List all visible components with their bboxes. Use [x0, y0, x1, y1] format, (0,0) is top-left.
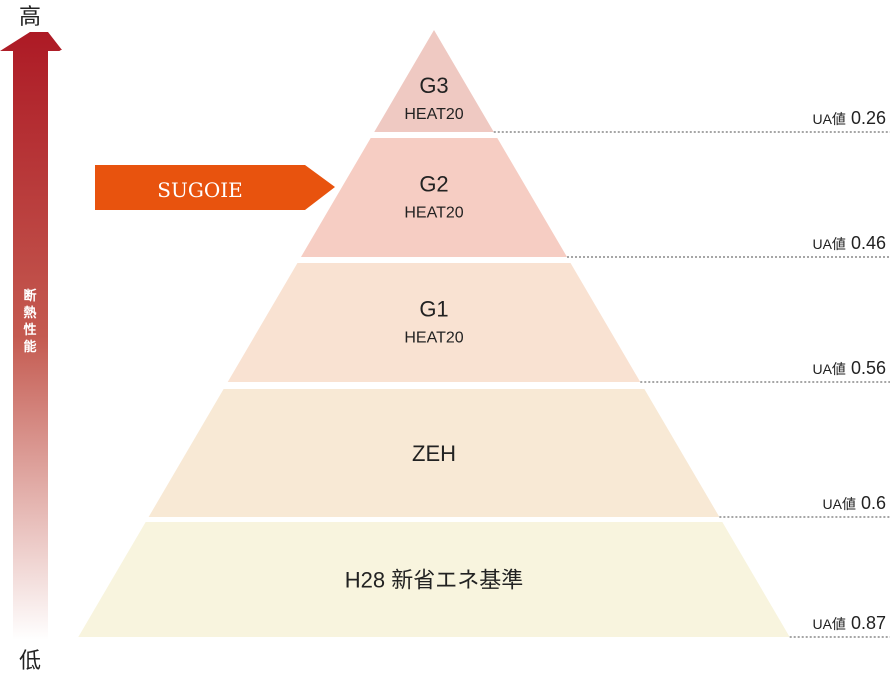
pyramid-level-5: H28 新省エネ基準 UA値 0.87 [78, 522, 890, 638]
ua-value: 0.6 [861, 493, 886, 513]
ua-label: UA値 [812, 616, 845, 632]
ua-value: 0.56 [851, 358, 886, 378]
sugoie-label: SUGOIE [157, 178, 242, 202]
ua-value-label: UA値 0.26 [812, 108, 886, 128]
level-sub: HEAT20 [404, 205, 463, 222]
level-band [227, 263, 641, 382]
axis-title-char: 性 [23, 322, 36, 338]
level-band [300, 138, 568, 257]
performance-arrow-head [0, 32, 61, 640]
axis-title-char: 断 [23, 288, 36, 304]
axis-title-char: 能 [23, 339, 36, 355]
level-band [148, 389, 720, 517]
ua-value-label: UA値 0.87 [812, 613, 886, 633]
ua-label: UA値 [812, 111, 845, 127]
level-sub: HEAT20 [404, 106, 463, 123]
level-sub: HEAT20 [404, 330, 463, 347]
ua-value: 0.87 [851, 613, 886, 633]
level-name: G2 [419, 172, 448, 197]
ua-value-label: UA値 0.56 [812, 358, 886, 378]
ua-value: 0.46 [851, 233, 886, 253]
level-name: H28 新省エネ基準 [345, 568, 523, 593]
axis-title-char: 熱 [23, 305, 36, 321]
level-name: G1 [419, 297, 448, 322]
level-name: ZEH [412, 441, 456, 466]
high-label: 高 [19, 4, 41, 29]
ua-value: 0.26 [851, 108, 886, 128]
ua-value-label: UA値 0.46 [812, 233, 886, 253]
level-name: G3 [419, 73, 448, 98]
sugoie-callout [95, 165, 335, 210]
level-band [78, 522, 790, 637]
ua-label: UA値 [812, 361, 845, 377]
level-band [374, 30, 494, 132]
low-label: 低 [19, 648, 41, 673]
ua-label: UA値 [823, 496, 856, 512]
ua-value-label: UA値 0.6 [823, 493, 887, 513]
pyramid-level-4: ZEH UA値 0.6 [148, 389, 890, 518]
ua-label: UA値 [812, 236, 845, 252]
